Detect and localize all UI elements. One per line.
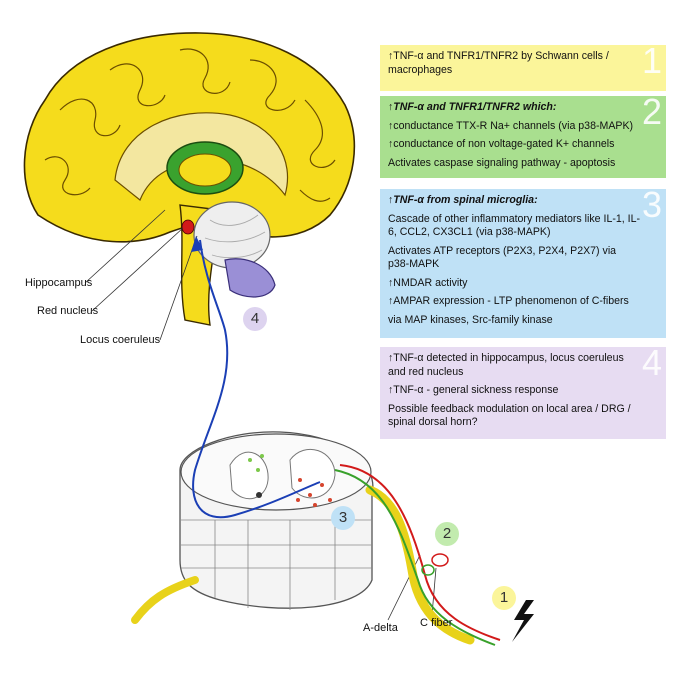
- box-line: ↑AMPAR expression - LTP phenomenon of C-…: [388, 295, 629, 307]
- box-number: 4: [641, 347, 662, 383]
- box-line: ↑NMDAR activity: [388, 276, 468, 289]
- box-title: ↑TNF-α and TNFR1/TNFR2 which:: [388, 101, 557, 113]
- box-line: Activates ATP receptors (P2X3, P2X4, P2X…: [388, 244, 617, 271]
- spinal-cord-illustration: [131, 431, 501, 646]
- box-line: Activates caspase signaling pathway - ap…: [388, 156, 616, 169]
- box-line: ↑TNF-α detected in hippocampus, locus co…: [388, 352, 624, 378]
- label-red-nucleus: Red nucleus: [37, 305, 99, 317]
- info-box-3: 3 ↑TNF-α from spinal microglia: Cascade …: [380, 189, 666, 338]
- box-line: ↑conductance of non voltage-gated K+ cha…: [388, 138, 615, 150]
- info-box-2: 2 ↑TNF-α and TNFR1/TNFR2 which: ↑conduct…: [380, 96, 666, 178]
- box-number: 2: [641, 96, 662, 132]
- box-line: ↑TNF-α - general sickness response: [388, 384, 559, 396]
- box-number: 3: [641, 189, 662, 225]
- marker-3: 3: [331, 506, 355, 530]
- info-box-4: 4 ↑TNF-α detected in hippocampus, locus …: [380, 347, 666, 439]
- box-number: 1: [641, 45, 662, 81]
- box-line: Cascade of other inflammatory mediators …: [388, 212, 640, 239]
- box-line: ↑TNF-α and TNFR1/TNFR2 by Schwann cells …: [388, 50, 609, 76]
- label-hippocampus: Hippocampus: [25, 277, 93, 289]
- label-c-fiber: C fiber: [420, 617, 453, 629]
- info-box-1: 1 ↑TNF-α and TNFR1/TNFR2 by Schwann cell…: [380, 45, 666, 91]
- marker-1: 1: [492, 586, 516, 610]
- box-line: via MAP kinases, Src-family kinase: [388, 313, 553, 326]
- marker-2: 2: [435, 522, 459, 546]
- box-line: Possible feedback modulation on local ar…: [388, 402, 631, 429]
- label-locus-coeruleus: Locus coeruleus: [80, 334, 161, 346]
- marker-4: 4: [243, 307, 267, 331]
- label-a-delta: A-delta: [363, 622, 398, 634]
- brain-illustration: [23, 32, 356, 326]
- box-line: ↑conductance TTX-R Na+ channels (via p38…: [388, 119, 634, 132]
- box-title: ↑TNF-α from spinal microglia:: [388, 194, 538, 206]
